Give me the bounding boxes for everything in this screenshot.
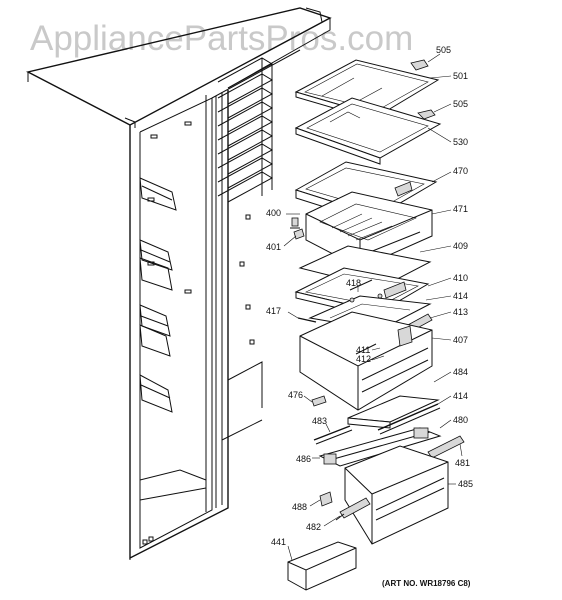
- callout-482: 482: [306, 522, 321, 532]
- part-482: [335, 497, 371, 521]
- callout-414: 414: [453, 391, 468, 401]
- part-400-401: [290, 217, 305, 240]
- cover-484: [347, 395, 440, 429]
- door-bins: [139, 177, 177, 413]
- callout-483: 483: [312, 416, 327, 426]
- callout-501: 501: [453, 71, 468, 81]
- callout-488: 488: [292, 502, 307, 512]
- drawer-471: [305, 191, 433, 269]
- handle-481: [427, 435, 465, 459]
- callout-480: 480: [453, 415, 468, 425]
- shelf-frame-530: [294, 97, 442, 165]
- callout-505: 505: [453, 99, 468, 109]
- callout-481: 481: [455, 458, 470, 468]
- drawer-485: [344, 445, 449, 545]
- callout-412: 412: [356, 354, 371, 364]
- callout-411: 411: [356, 345, 370, 355]
- refrigerator-cabinet: [26, 7, 332, 560]
- callout-530: 530: [453, 137, 468, 147]
- watermark-text: AppliancePartsPros.com: [30, 19, 413, 58]
- rail-414-lower: [377, 403, 441, 435]
- callout-476: 476: [288, 390, 303, 400]
- callout-484: 484: [453, 367, 468, 377]
- callout-labels: 505 501 505 530 470 400 471 401 409 418 …: [266, 45, 473, 547]
- callout-409: 409: [453, 241, 468, 251]
- callout-417: 417: [266, 306, 281, 316]
- shelf-ladder-rails: [217, 57, 274, 203]
- part-483: [313, 425, 353, 445]
- callout-401: 401: [266, 242, 281, 252]
- callout-471: 471: [453, 204, 468, 214]
- part-417: [297, 317, 317, 323]
- callout-407: 407: [453, 335, 468, 345]
- callout-leader-lines: [283, 53, 463, 561]
- slide-480: [318, 427, 442, 467]
- callout-485: 485: [458, 479, 473, 489]
- crisper-drawer-407: [299, 311, 433, 411]
- callout-410: 410: [453, 273, 468, 283]
- callout-413: 413: [453, 307, 468, 317]
- bin-441: [287, 541, 357, 591]
- part-488: [319, 491, 333, 507]
- art-number: (ART NO. WR18796 C8): [382, 579, 471, 588]
- callout-505: 505: [436, 45, 451, 55]
- callout-400: 400: [266, 208, 281, 218]
- shelf-end-cap-505: [410, 59, 436, 120]
- callout-470: 470: [453, 166, 468, 176]
- callout-486: 486: [296, 454, 311, 464]
- part-476: [311, 395, 327, 407]
- callout-418: 418: [346, 278, 361, 288]
- callout-414: 414: [453, 291, 468, 301]
- callout-441: 441: [271, 537, 286, 547]
